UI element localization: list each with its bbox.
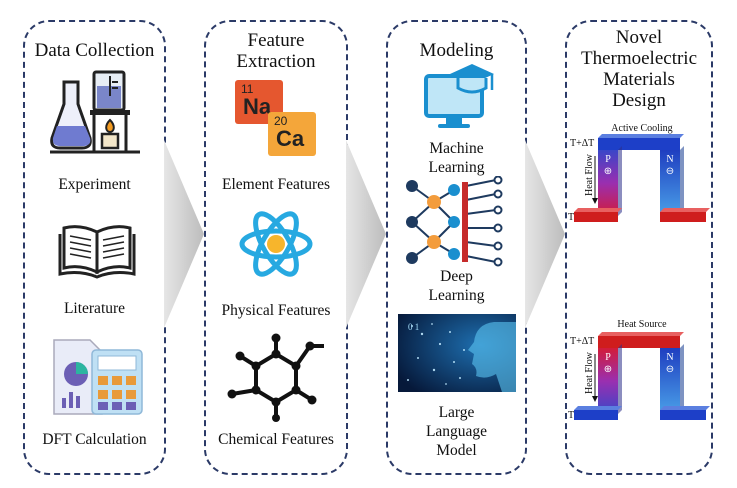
heating-top-temp: T+ΔT <box>570 336 594 347</box>
heating-heat-flow: Heat Flow <box>584 351 595 394</box>
cooling-p-leg: P <box>605 154 611 165</box>
cooling-p-sign: ⊕ <box>604 166 612 177</box>
machine-learning-label-line-1: Machine <box>429 140 484 157</box>
cooling-heat-flow: Heat Flow <box>584 153 595 196</box>
chemical-features-label: Chemical Features <box>218 431 334 448</box>
deep-learning-label-line-1: Deep <box>440 268 473 285</box>
molecule-icon <box>227 333 324 422</box>
modeling-title: Modeling <box>419 40 494 61</box>
element-tile-ca: 20 Ca <box>268 112 316 156</box>
flow-arrow-3 <box>525 140 565 328</box>
llm-label-line-3: Model <box>436 442 477 459</box>
design-title-line-1: Novel <box>615 27 663 48</box>
heating-n-sign: ⊖ <box>666 364 674 375</box>
thermoelectric-device-heating: Heat Source T+ΔT T P ⊕ N ⊖ Heat Flow <box>568 319 710 421</box>
element-symbol-ca: Ca <box>276 126 305 151</box>
feature-extraction-title-line-1: Feature <box>247 30 305 51</box>
heating-p-sign: ⊕ <box>604 364 612 375</box>
flow-arrow-2 <box>346 140 386 328</box>
element-number-ca: 20 <box>274 114 288 128</box>
literature-label: Literature <box>63 300 126 317</box>
heating-n-leg: N <box>666 352 673 363</box>
machine-learning-label-line-2: Learning <box>428 159 485 176</box>
thermoelectric-device-cooling: Active Cooling T+ΔT T P ⊕ N ⊖ Heat Flow <box>568 123 710 223</box>
cooling-bottom-temp: T <box>568 212 574 223</box>
flow-arrow-1 <box>164 140 204 328</box>
design-title-line-3: Materials <box>603 69 675 90</box>
heating-p-leg: P <box>605 352 611 363</box>
cooling-caption: Active Cooling <box>611 123 672 134</box>
ai-face-image: 0 1 <box>398 314 516 392</box>
element-number-na: 11 <box>241 82 254 96</box>
design-panel <box>565 20 713 475</box>
deep-learning-label-line-2: Learning <box>428 287 485 304</box>
cooling-n-leg: N <box>666 154 673 165</box>
heating-caption: Heat Source <box>617 319 667 330</box>
atom-icon <box>239 211 313 277</box>
design-title-line-2: Thermoelectric <box>580 48 698 69</box>
physical-features-label: Physical Features <box>221 302 331 319</box>
cooling-n-sign: ⊖ <box>666 166 674 177</box>
svg-text:0 1: 0 1 <box>408 322 419 332</box>
element-features-label: Element Features <box>221 176 331 193</box>
periodic-element-icon: 11 Na 20 Ca <box>235 80 325 160</box>
cooling-top-temp: T+ΔT <box>570 138 594 149</box>
lab-flask-icon <box>50 70 140 154</box>
element-symbol-na: Na <box>243 94 272 119</box>
data-collection-title: Data Collection <box>34 40 155 61</box>
dft-calculation-label: DFT Calculation <box>42 431 147 448</box>
heating-bottom-temp: T <box>568 410 574 421</box>
llm-label-line-1: Large <box>438 404 475 421</box>
calculator-chart-icon <box>53 339 143 415</box>
monitor-grad-cap-icon <box>424 64 494 128</box>
neural-network-icon <box>406 176 503 267</box>
design-title-line-4: Design <box>612 90 666 111</box>
open-book-icon <box>58 225 136 279</box>
feature-extraction-title-line-2: Extraction <box>236 51 316 72</box>
llm-label-line-2: Language <box>425 423 488 440</box>
experiment-label: Experiment <box>58 176 131 193</box>
